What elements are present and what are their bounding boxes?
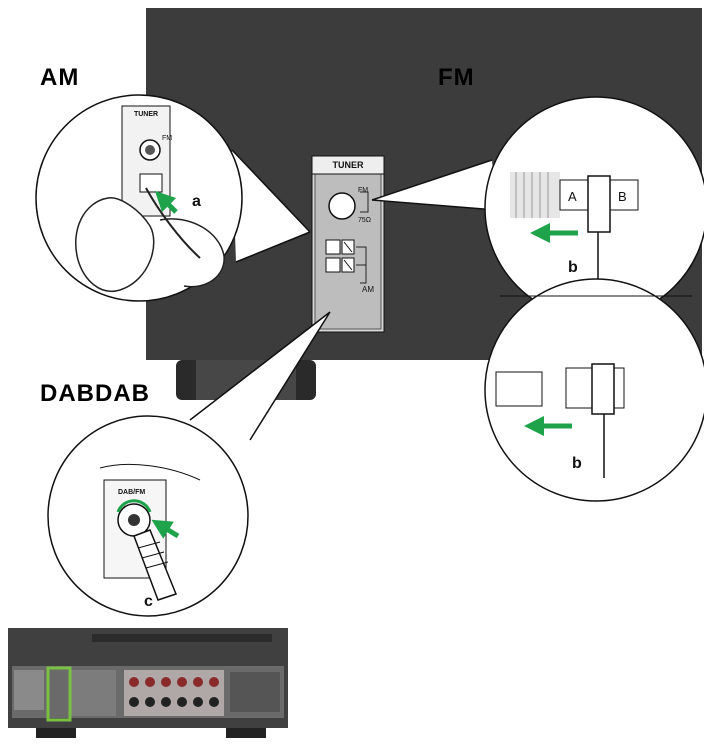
callout-dab [190, 312, 330, 440]
receiver-rear-thumbnail [8, 628, 288, 738]
fm-step-label-2: b [572, 455, 582, 472]
tuner-highlight-box [46, 666, 72, 722]
fm-step-label: b [568, 259, 578, 276]
dab-detail-circle [47, 415, 249, 617]
panel-ohm-label: 75Ω [358, 217, 371, 224]
panel-fm-label: FM [358, 187, 368, 194]
am-push-arrow [154, 190, 178, 214]
callout-am [232, 150, 310, 262]
dab-heading: DABDAB [40, 380, 150, 407]
panel-am-label: AM [362, 285, 374, 294]
fm-detail-circle [484, 96, 704, 320]
tuner-panel [311, 155, 385, 333]
panel-title: TUNER [333, 160, 364, 170]
callout-am-outline [231, 149, 311, 263]
callout-fm [372, 160, 496, 210]
fm-heading: FM [438, 64, 475, 91]
fm-label-b: B [618, 189, 627, 204]
fm-label-a: A [568, 189, 577, 204]
am-tuner-label: TUNER [134, 111, 158, 118]
dab-step-label: c [144, 593, 153, 610]
dab-push-arrow [151, 519, 180, 539]
fm-detail-circle-2 [484, 278, 704, 502]
dab-jack-label: DAB/FM [118, 489, 145, 496]
callout-fm-outline [371, 159, 497, 211]
am-heading: AM [40, 64, 80, 91]
am-fm-label: FM [162, 135, 172, 142]
callout-dab-outline [189, 311, 331, 441]
am-terminal-icon [325, 239, 341, 255]
fm-jack-icon [328, 192, 356, 220]
am-step-label: a [192, 193, 201, 210]
am-detail-circle [35, 94, 243, 302]
